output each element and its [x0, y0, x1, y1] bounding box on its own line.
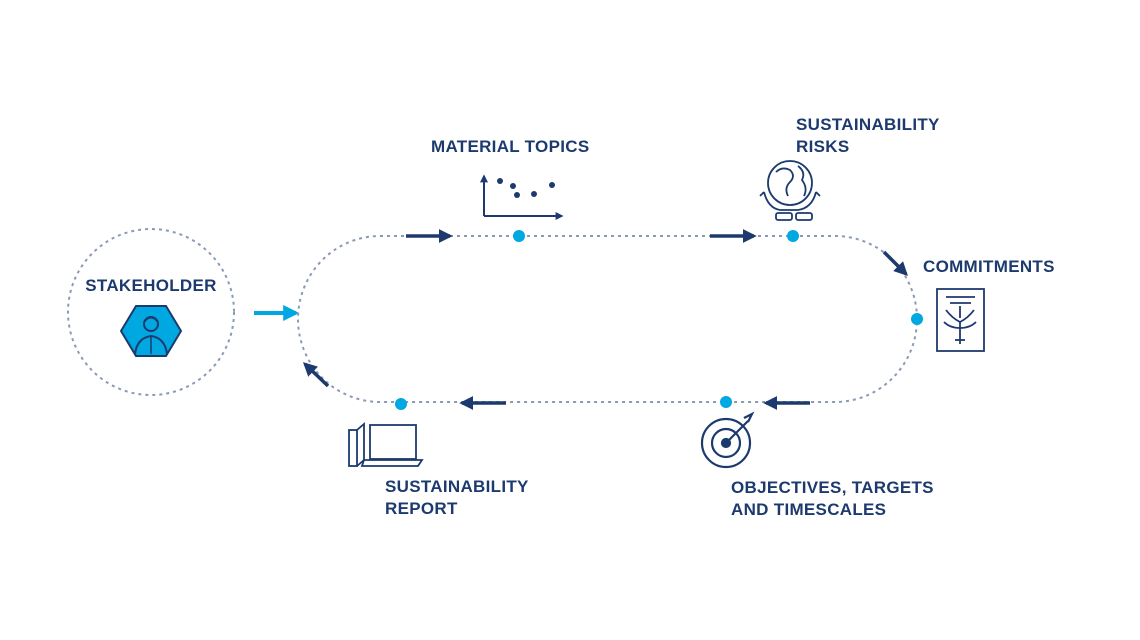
target-arrow-icon	[700, 411, 755, 469]
stakeholder-circle	[67, 228, 235, 396]
sustainability-risks-label-line2: RISKS	[796, 137, 849, 156]
material-topics-label: MATERIAL TOPICS	[431, 137, 589, 156]
step-dot	[720, 396, 732, 408]
stakeholder-label: STAKEHOLDER	[85, 276, 216, 295]
globe-in-hands-icon	[759, 160, 821, 221]
step-dot	[787, 230, 799, 242]
sustainability-risks-label-line1: SUSTAINABILITY	[796, 115, 940, 134]
laptop-book-icon	[348, 422, 424, 467]
tree-certificate-icon	[936, 288, 985, 352]
scatter-plot-icon	[480, 174, 564, 220]
step-dot	[395, 398, 407, 410]
step-dot	[513, 230, 525, 242]
objectives-label-line2: AND TIMESCALES	[731, 500, 886, 519]
direction-arrow	[882, 250, 908, 276]
direction-arrow	[302, 362, 330, 388]
person-hexagon-icon	[119, 305, 183, 357]
sustainability-report-label-line1: SUSTAINABILITY	[385, 477, 529, 496]
commitments-label: COMMITMENTS	[923, 257, 1055, 276]
process-loop	[297, 235, 918, 403]
step-dot	[911, 313, 923, 325]
objectives-label-line1: OBJECTIVES, TARGETS	[731, 478, 934, 497]
sustainability-report-label-line2: REPORT	[385, 499, 458, 518]
